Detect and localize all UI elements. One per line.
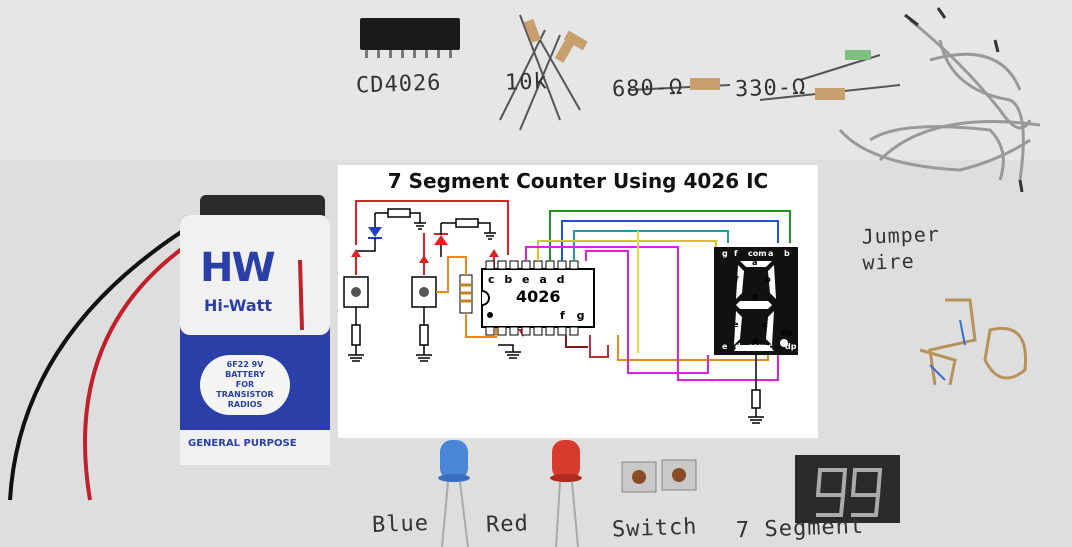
- display-pin-dp: dp: [785, 342, 797, 351]
- display-pin-e: e: [722, 342, 728, 351]
- display-pin-g: g: [722, 249, 728, 258]
- battery-brand: Hi-Watt: [204, 296, 272, 315]
- battery-line1: BATTERY: [225, 370, 265, 379]
- push-switches: [621, 459, 697, 493]
- ic-bottom-pins: f g: [560, 309, 589, 322]
- segment-e-label: e: [733, 320, 739, 329]
- segment-a-label: a: [752, 258, 758, 267]
- segment-dp-label: dp: [781, 328, 793, 337]
- battery-line2: FOR: [235, 380, 255, 389]
- ic-4026-label: 4026: [516, 287, 561, 306]
- blue-led: [438, 440, 470, 547]
- schematic-panel: 7 Segment Counter Using 4026 IC: [338, 165, 818, 438]
- jumper-wire-label: Jumper wire: [861, 221, 941, 275]
- resistor-330-label: 330-Ω: [734, 74, 807, 103]
- segment-f-label: f: [735, 275, 739, 284]
- red-led: [550, 440, 582, 547]
- battery-line3: TRANSISTOR: [216, 390, 274, 399]
- segment-b-label: b: [765, 275, 771, 284]
- cd4026-label: CD4026: [355, 70, 442, 99]
- schematic-diagram: [343, 200, 798, 424]
- seven-segment-component: [795, 455, 900, 523]
- seven-segment-label: 7 Segment: [735, 513, 865, 544]
- blue-led-label: Blue: [371, 511, 430, 538]
- battery-line4: RADIOS: [227, 400, 263, 409]
- schematic-title: 7 Segment Counter Using 4026 IC: [387, 169, 769, 193]
- battery-logo: HW: [200, 245, 276, 291]
- display-pin-com-top: com: [748, 249, 767, 258]
- switch-label: Switch: [611, 514, 698, 543]
- segment-g-label: g: [752, 292, 758, 301]
- display-pin-f: f: [734, 249, 738, 258]
- display-pin-com-bottom: com: [748, 342, 767, 351]
- resistor-680: [629, 78, 731, 91]
- segment-c-label: c: [763, 320, 768, 329]
- display-pin-b: b: [784, 249, 790, 258]
- cd4026-chip: [360, 18, 460, 58]
- display-pin-d: d: [735, 342, 741, 351]
- display-pin-a: a: [768, 249, 774, 258]
- resistors-330: [759, 50, 901, 101]
- jumper-wires: [838, 18, 1041, 181]
- ic-top-pins: c b e a d: [488, 273, 568, 286]
- red-led-label: Red: [485, 511, 530, 538]
- display-pin-c: c: [768, 342, 773, 351]
- battery-type: 6F22 9V: [226, 360, 264, 369]
- segment-d-label: d: [752, 337, 758, 346]
- battery-9v: [8, 195, 330, 501]
- resistors-10k: [499, 14, 588, 131]
- short-jumpers: [919, 298, 1028, 386]
- resistor-10k-label: 10k: [504, 69, 549, 96]
- battery-footer: GENERAL PURPOSE: [188, 438, 297, 449]
- battery-badge: 6F22 9V BATTERY FOR TRANSISTOR RADIOS: [200, 360, 290, 410]
- resistor-680-label: 680-Ω: [611, 74, 684, 103]
